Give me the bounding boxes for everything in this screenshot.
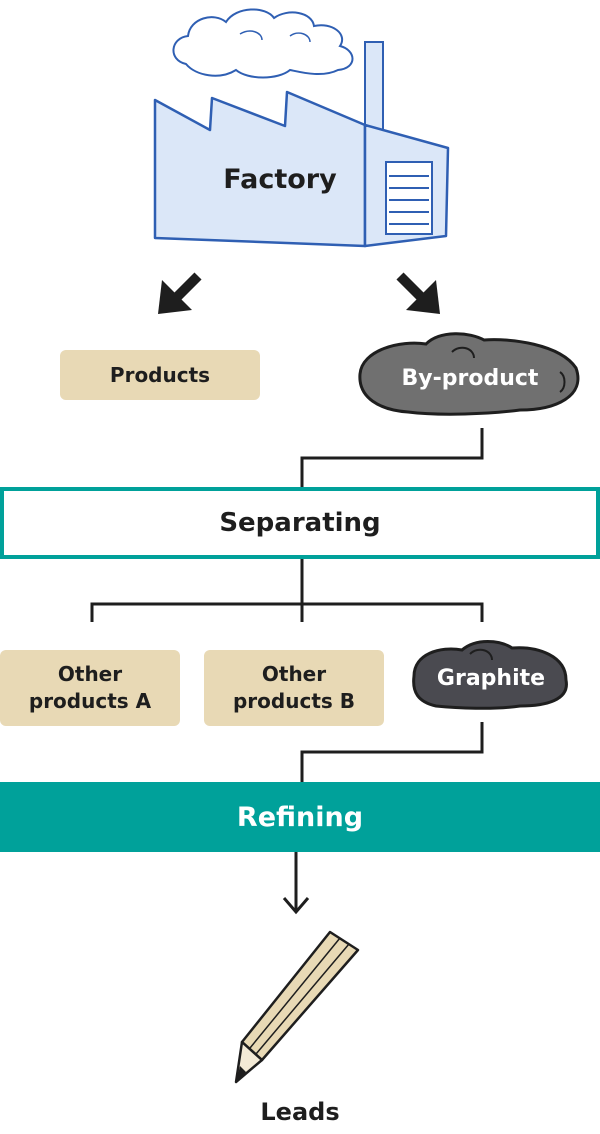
- factory-label: Factory: [223, 164, 337, 195]
- separating-label: Separating: [219, 508, 381, 538]
- graphite-rock-icon: [412, 640, 568, 710]
- separating-box: [0, 487, 600, 559]
- other-products-a-box: [0, 650, 180, 726]
- products-box: [60, 350, 260, 400]
- factory-icon: [153, 41, 450, 248]
- other-products-a-label: Other products A: [28, 662, 152, 713]
- arrow-down-left-icon: [158, 272, 202, 314]
- products-label: Products: [109, 363, 211, 387]
- leads-label: Leads: [260, 1098, 340, 1126]
- other-products-b-label: Other products B: [232, 662, 355, 713]
- other-products-b-box: [204, 650, 384, 726]
- refining-box: [0, 782, 600, 852]
- smoke-cloud-icon: [172, 8, 354, 79]
- by-product-label: By-product: [401, 365, 539, 391]
- by-product-rock-icon: [358, 332, 580, 416]
- refining-label: Refining: [236, 801, 364, 833]
- pencil-icon: [234, 930, 360, 1084]
- graphite-label: Graphite: [436, 665, 546, 691]
- arrow-down-right-icon: [396, 272, 440, 314]
